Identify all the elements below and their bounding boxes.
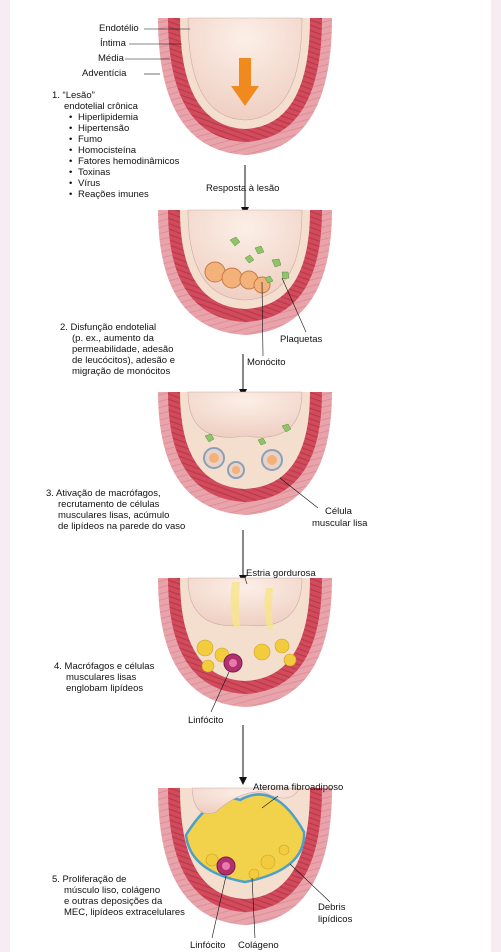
step-2-line: permeabilidade, adesão: [60, 344, 175, 355]
artery-stage-2: [158, 210, 332, 335]
step-1-title: 1. “Lesão”: [52, 90, 179, 101]
step-5-line: 5. Proliferação de: [52, 874, 185, 885]
step-3-line: musculares lisas, acúmulo: [46, 510, 185, 521]
step-3-line: recrutamento de células: [46, 499, 185, 510]
step-5-line: e outras deposições da: [52, 896, 185, 907]
cause-item: Vírus: [64, 178, 179, 189]
transition-ateroma: Ateroma fibroadiposo: [253, 782, 343, 793]
artery-stage-1: [158, 18, 332, 155]
label-intima: Íntima: [100, 38, 126, 49]
label-media: Média: [98, 53, 124, 64]
label-celula: Célula: [325, 506, 352, 517]
step-1-subtitle: endotelial crônica: [52, 101, 179, 112]
label-debris: Debris: [318, 902, 345, 913]
step-2-line: (p. ex., aumento da: [60, 333, 175, 344]
step-2-text: 2. Disfunção endotelial (p. ex., aumento…: [60, 322, 175, 377]
label-lipidicos: lipídicos: [318, 914, 352, 925]
step-3-line: 3. Ativação de macrófagos,: [46, 488, 185, 499]
step-2-line: 2. Disfunção endotelial: [60, 322, 175, 333]
step-4-line: 4. Macrófagos e células: [54, 661, 154, 672]
cause-item: Homocisteína: [64, 145, 179, 156]
cause-item: Toxinas: [64, 167, 179, 178]
injury-arrow-shaft: [239, 58, 251, 88]
arrow-2: [239, 354, 247, 397]
step-2-line: migração de monócitos: [60, 366, 175, 377]
step-2-line: de leucócitos), adesão e: [60, 355, 175, 366]
label-linfocito-5: Linfócito: [190, 940, 225, 951]
label-monocito: Monócito: [247, 357, 286, 368]
step-5-line: MEC, lipídeos extracelulares: [52, 907, 185, 918]
step-3-line: de lipídeos na parede do vaso: [46, 521, 185, 532]
label-adventicia: Adventícia: [82, 68, 126, 79]
label-colageno: Colágeno: [238, 940, 279, 951]
step-5-line: músculo liso, colágeno: [52, 885, 185, 896]
cause-item: Fatores hemodinâmicos: [64, 156, 179, 167]
label-muscular-lisa: muscular lisa: [312, 518, 367, 529]
label-plaquetas: Plaquetas: [280, 334, 322, 345]
cause-item: Hipertensão: [64, 123, 179, 134]
artery-stage-4: [158, 578, 332, 707]
step-4-line: musculares lisas: [54, 672, 154, 683]
transition-resposta: Resposta à lesão: [206, 183, 279, 194]
step-3-text: 3. Ativação de macrófagos, recrutamento …: [46, 488, 185, 532]
step-5-text: 5. Proliferação de músculo liso, colágen…: [52, 874, 185, 918]
label-endotelio: Endotélio: [99, 23, 139, 34]
step-4-text: 4. Macrófagos e células musculares lisas…: [54, 661, 154, 694]
cause-item: Hiperlipidemia: [64, 112, 179, 123]
transition-estria: Estria gordurosa: [246, 568, 316, 579]
arrow-4: [239, 725, 247, 785]
step-4-line: englobam lipídeos: [54, 683, 154, 694]
step-1-text: 1. “Lesão” endotelial crônica Hiperlipid…: [52, 90, 179, 200]
cause-item: Fumo: [64, 134, 179, 145]
label-linfocito-4: Linfócito: [188, 715, 223, 726]
cause-item: Reações imunes: [64, 189, 179, 200]
